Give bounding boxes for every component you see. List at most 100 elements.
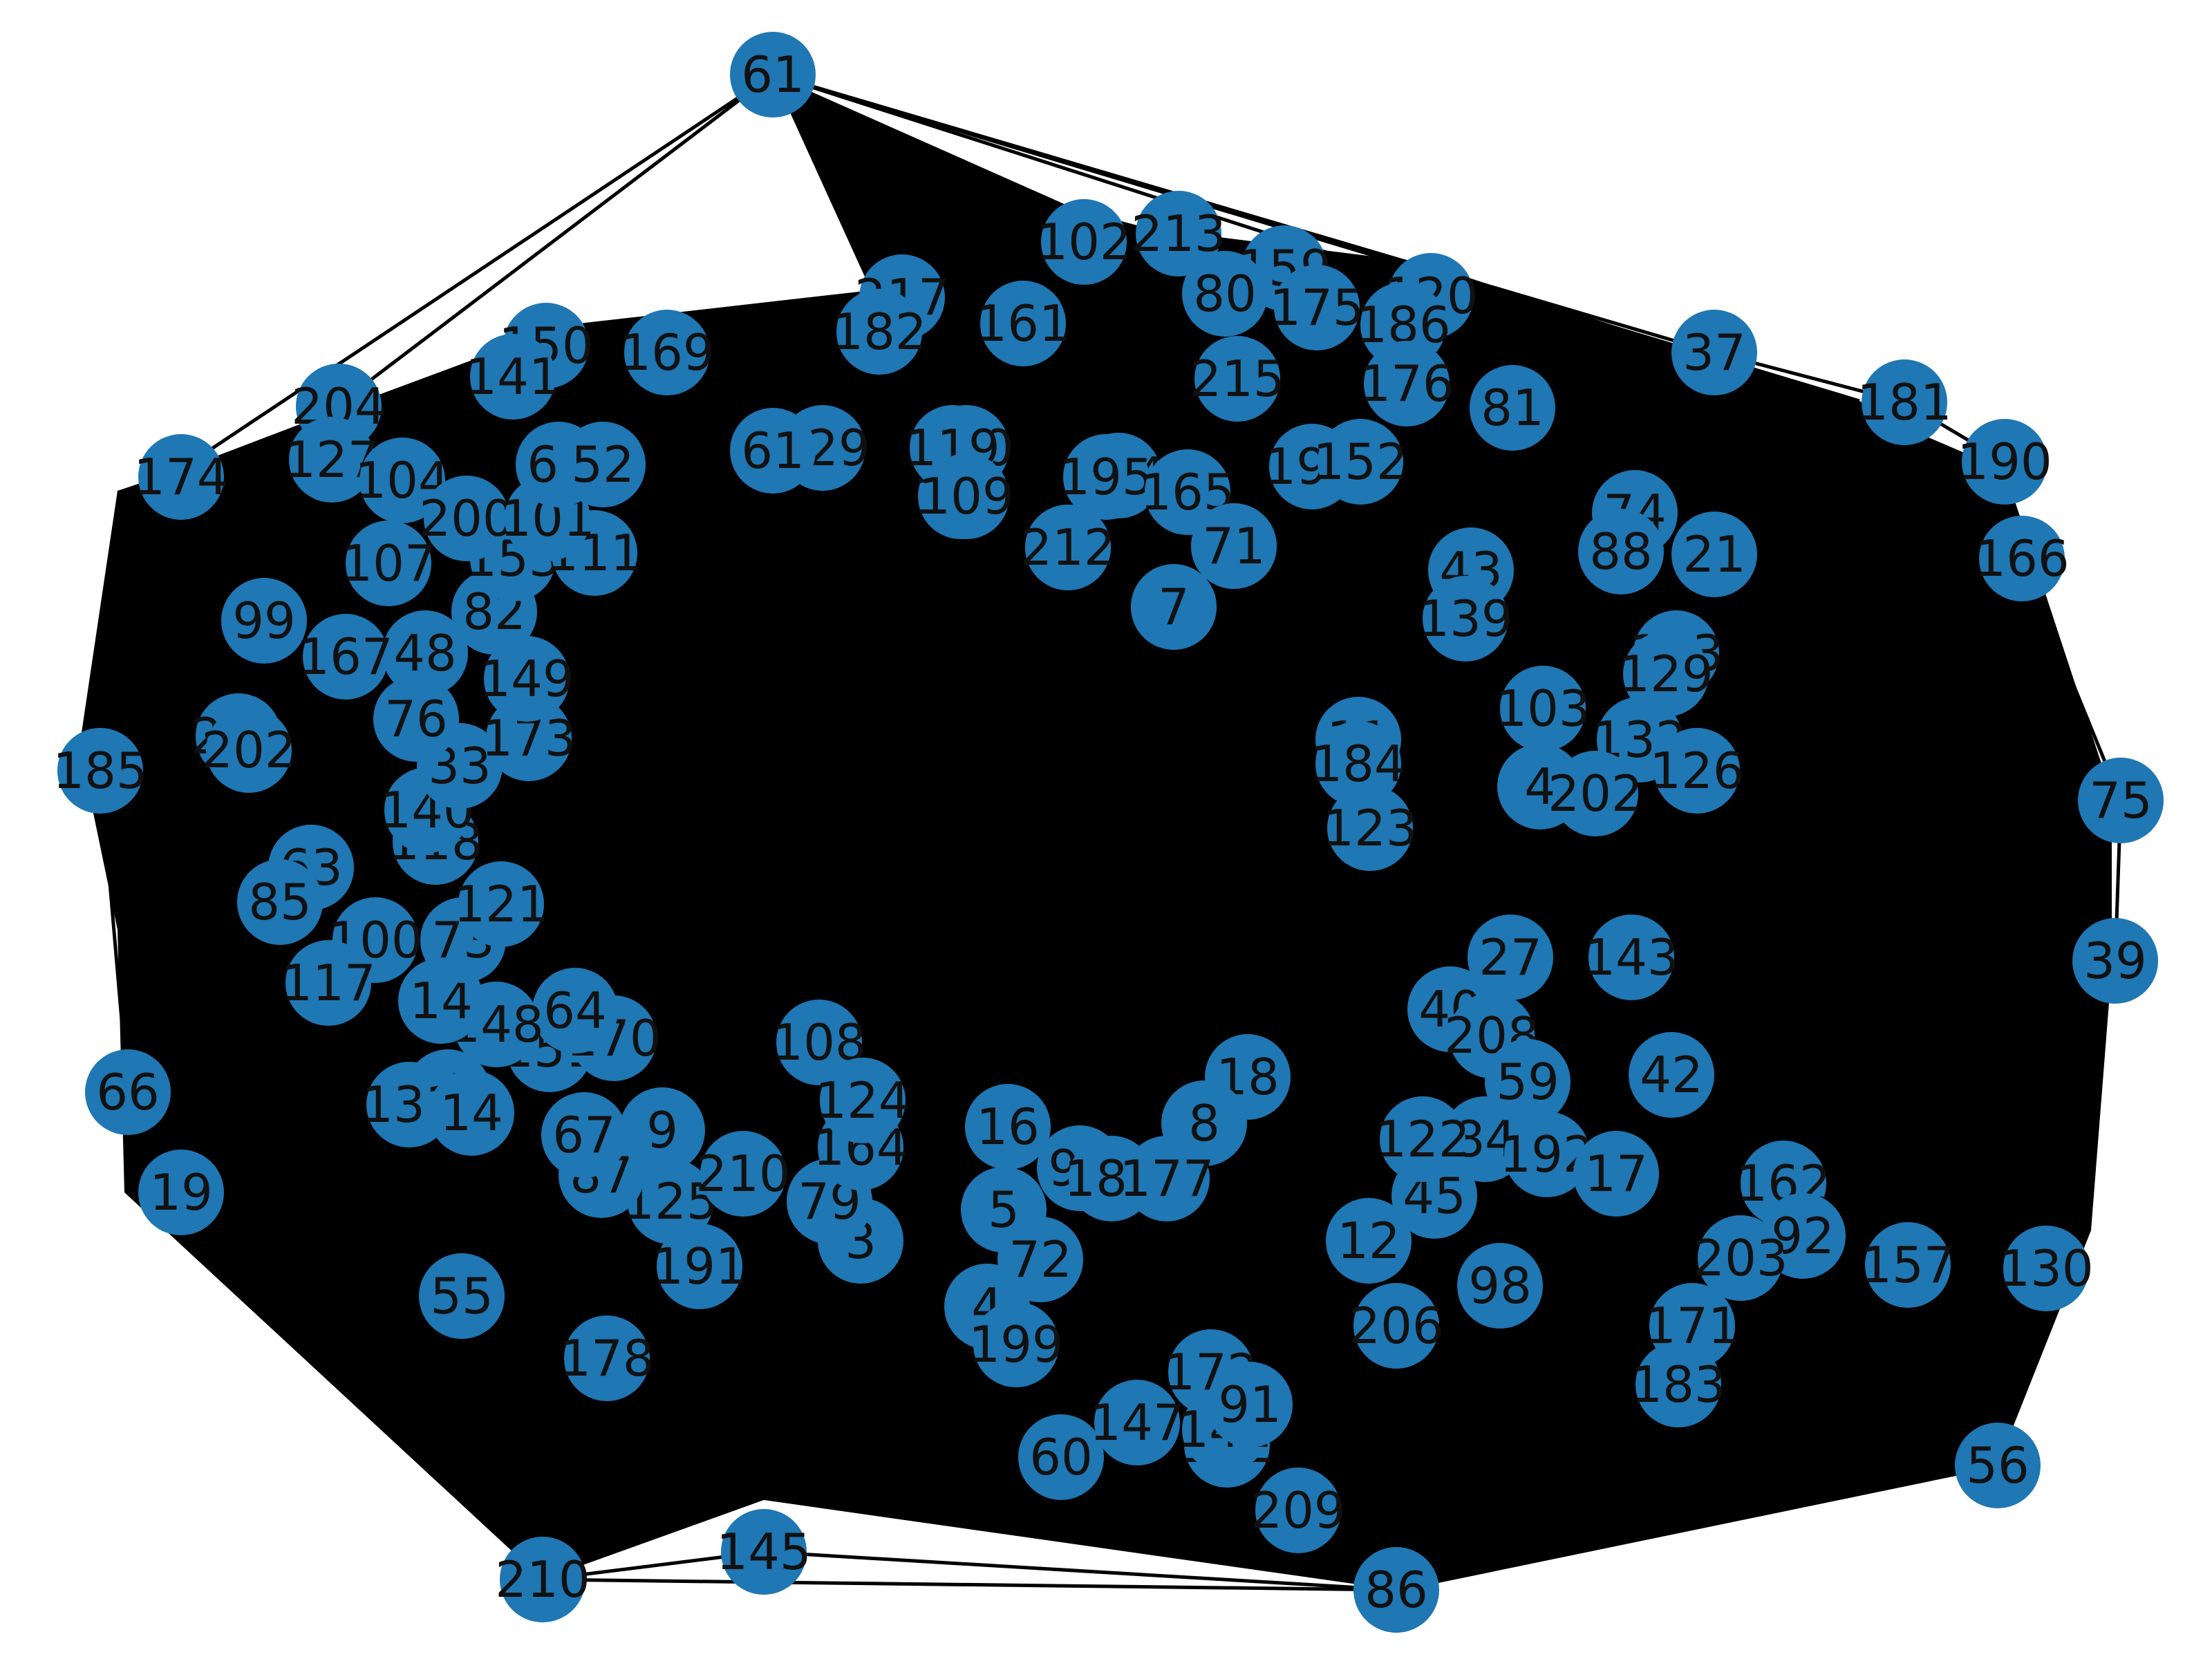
node-circle [1955, 1423, 2041, 1508]
node-19: 19 [138, 1150, 224, 1235]
node-label: 149 [479, 650, 574, 708]
node-91: 91 [1207, 1362, 1293, 1447]
node-102: 102 [1036, 199, 1132, 285]
node-circle [57, 728, 143, 814]
node-176: 176 [1359, 341, 1454, 427]
node-circle [1573, 1131, 1659, 1217]
node-circle [1635, 1342, 1721, 1427]
node-circle [1578, 509, 1664, 594]
node-label: 139 [1418, 590, 1512, 648]
node-107: 107 [341, 521, 436, 606]
node-circle [1094, 1380, 1180, 1465]
node-label: 178 [559, 1329, 654, 1387]
node-39: 39 [2072, 918, 2158, 1004]
node-circle [657, 1224, 742, 1309]
node-99: 99 [221, 578, 307, 664]
node-circle [1194, 336, 1280, 422]
node-label: 161 [975, 294, 1070, 353]
node-circle [1588, 915, 1674, 1000]
node-circle [1671, 512, 1757, 597]
node-label: 200 [419, 489, 514, 547]
node-183: 183 [1631, 1342, 1726, 1427]
node-label: 206 [1349, 1297, 1443, 1355]
node-circle [424, 476, 509, 561]
node-label: 102 [1036, 213, 1131, 271]
node-215: 215 [1190, 336, 1285, 422]
node-label: 67 [552, 1106, 616, 1164]
node-circle [564, 1315, 650, 1401]
node-circle [237, 859, 323, 945]
node-circle [532, 968, 618, 1053]
node-circle [85, 1049, 171, 1135]
node-98: 98 [1457, 1243, 1543, 1329]
node-label: 76 [384, 690, 448, 748]
node-label: 61 [741, 422, 805, 480]
node-circle [1470, 365, 1555, 451]
node-circle [1182, 251, 1268, 337]
node-circle [560, 422, 646, 507]
node-152: 152 [1313, 419, 1408, 505]
node-label: 88 [1589, 523, 1653, 581]
node-9: 9 [619, 1087, 705, 1173]
node-circle [1124, 1136, 1210, 1221]
node-label: 12 [1337, 1212, 1400, 1270]
node-circle [500, 1537, 585, 1622]
node-label: 145 [716, 1523, 811, 1581]
node-37: 37 [1671, 310, 1757, 395]
node-circle [1865, 1222, 1951, 1308]
node-label: 184 [1311, 735, 1405, 793]
node-label: 52 [571, 435, 635, 494]
node-label: 81 [1481, 379, 1544, 437]
node-circle [221, 578, 307, 664]
node-86: 86 [1353, 1547, 1439, 1633]
node-label: 98 [1468, 1257, 1532, 1315]
node-12: 12 [1326, 1198, 1412, 1284]
node-label: 7 [1158, 578, 1190, 636]
node-61: 61 [730, 408, 816, 494]
node-7: 7 [1131, 564, 1217, 650]
node-circle [1255, 1468, 1341, 1553]
node-label: 202 [201, 721, 296, 779]
node-circle [980, 281, 1066, 366]
node-202: 202 [201, 707, 297, 793]
node-200: 200 [419, 476, 514, 561]
node-circle [373, 676, 459, 762]
node-circle [1131, 564, 1217, 650]
node-label: 166 [1974, 529, 2069, 588]
node-212: 212 [1020, 505, 1116, 590]
node-202: 202 [1548, 751, 1643, 836]
node-81: 81 [1470, 365, 1555, 451]
node-circle [289, 417, 375, 503]
node-177: 177 [1119, 1136, 1215, 1221]
node-21: 21 [1671, 512, 1757, 597]
node-circle [1063, 434, 1149, 520]
node-circle [541, 1092, 627, 1178]
node-circle [820, 1058, 906, 1143]
node-circle [1457, 1243, 1543, 1329]
node-label: 64 [543, 982, 607, 1040]
node-circle [1698, 1215, 1783, 1301]
node-label: 191 [652, 1237, 747, 1295]
node-circle [1274, 265, 1360, 350]
node-213: 213 [1131, 191, 1226, 276]
node-label: 176 [1359, 355, 1454, 413]
node-label: 107 [341, 534, 435, 592]
node-149: 149 [479, 636, 574, 722]
node-14: 14 [429, 1070, 514, 1156]
node-48: 48 [382, 610, 468, 696]
node-label: 190 [1957, 433, 2052, 491]
node-circle [1862, 359, 1947, 445]
node-182: 182 [832, 289, 927, 375]
node-141: 141 [465, 334, 561, 420]
node-label: 199 [968, 1315, 1063, 1374]
node-label: 85 [248, 873, 312, 931]
node-circle [2003, 1226, 2089, 1311]
node-label: 71 [1202, 517, 1266, 575]
node-80: 80 [1182, 251, 1268, 337]
node-167: 167 [298, 614, 393, 700]
node-circle [628, 1159, 713, 1244]
node-56: 56 [1955, 1423, 2041, 1508]
node-label: 210 [695, 1145, 790, 1203]
node-circle [470, 334, 556, 420]
node-label: 124 [815, 1071, 910, 1130]
